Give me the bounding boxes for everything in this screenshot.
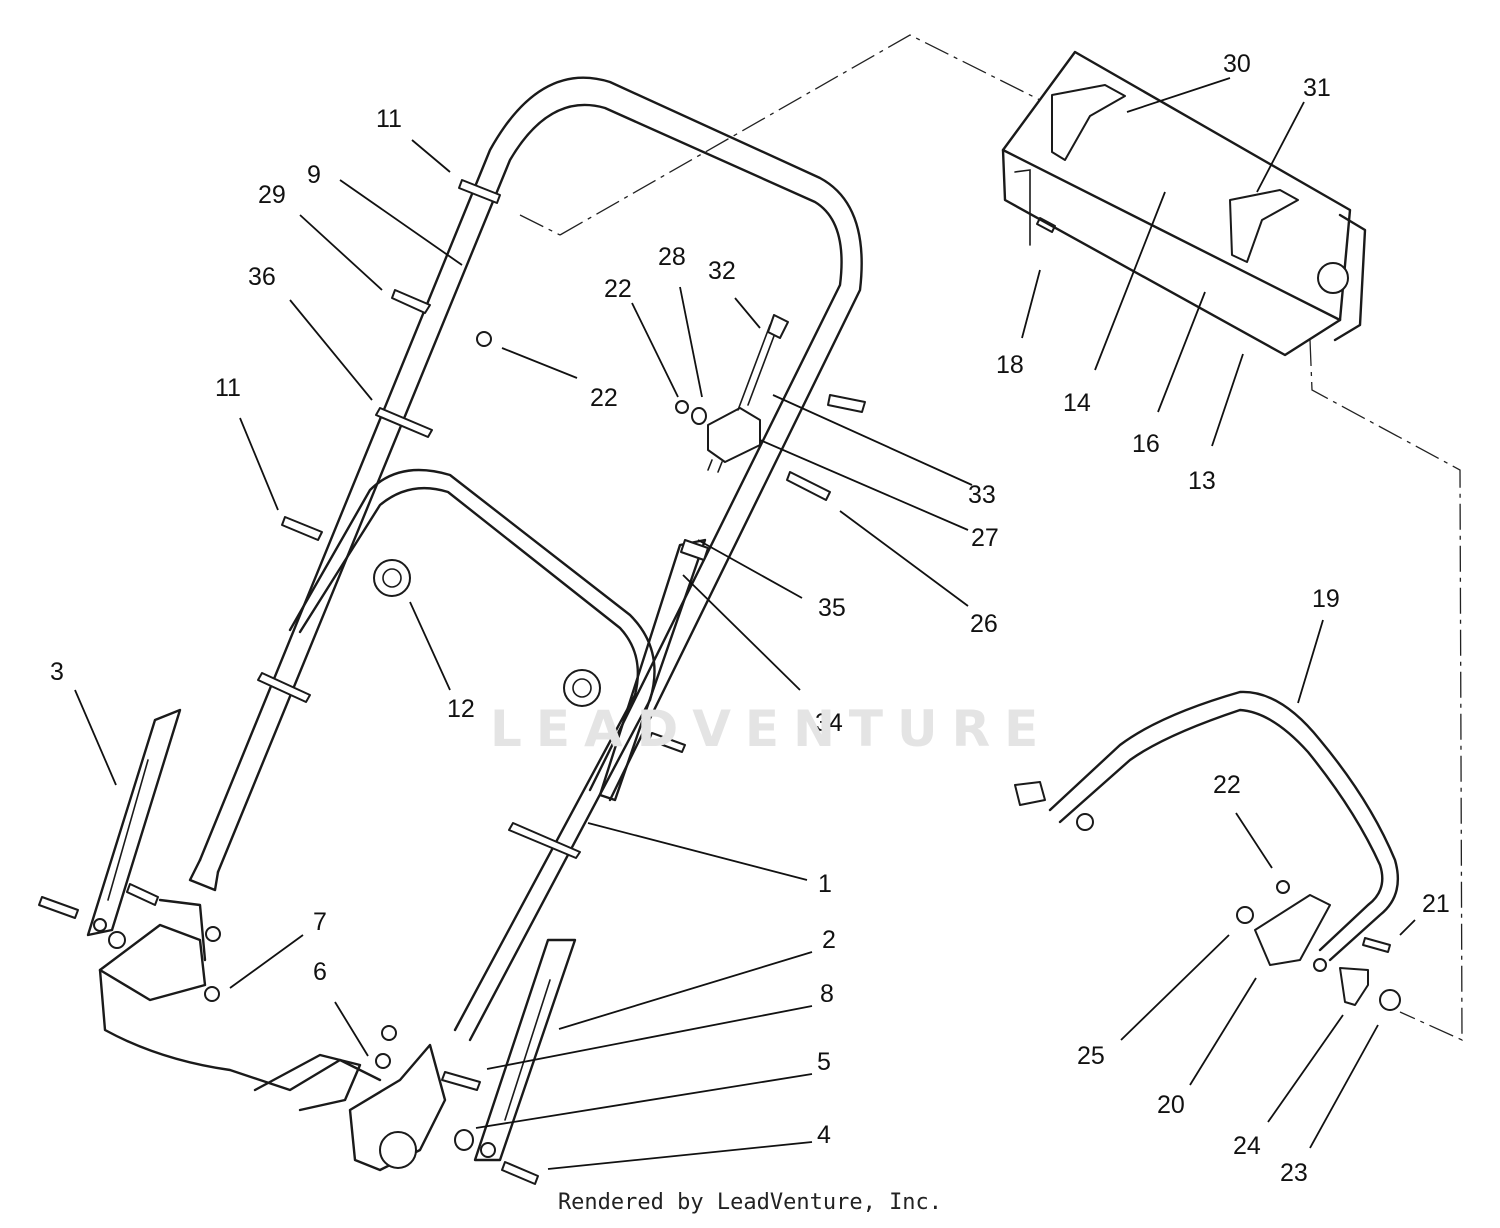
leader-lines [74, 77, 1416, 1170]
callout-22-bail: 22 [1213, 771, 1241, 799]
callout-11-mid: 11 [215, 374, 241, 402]
credit-footer: Rendered by LeadVenture, Inc. [557, 1190, 943, 1215]
callout-12: 12 [447, 695, 475, 723]
callout-5: 5 [817, 1048, 831, 1076]
callout-labels: 1 2 3 4 5 6 7 8 9 11 11 12 13 14 16 18 1… [50, 50, 1450, 1187]
callout-33: 33 [968, 481, 996, 509]
callout-21: 21 [1422, 890, 1450, 918]
callout-4: 4 [817, 1121, 831, 1149]
callout-36: 36 [248, 263, 276, 291]
hardware [38, 179, 1391, 1185]
mower-deck [98, 898, 447, 1172]
callout-29: 29 [258, 181, 286, 209]
callout-25: 25 [1077, 1042, 1105, 1070]
callout-22-upper: 22 [604, 275, 632, 303]
callout-9: 9 [307, 161, 321, 189]
callout-30: 30 [1223, 50, 1251, 78]
callout-19: 19 [1312, 585, 1340, 613]
handle-bracket-left [86, 708, 182, 937]
callout-27: 27 [971, 524, 999, 552]
callout-22-handle: 22 [590, 384, 618, 412]
callout-32: 32 [708, 257, 736, 285]
upper-handle [188, 76, 863, 892]
callout-28: 28 [658, 243, 686, 271]
dashed-reference-lines [519, 34, 1463, 1042]
control-console [1001, 50, 1367, 357]
callout-35: 35 [818, 594, 846, 622]
callout-2: 2 [822, 926, 836, 954]
callout-1: 1 [818, 870, 832, 898]
bail-assembly [1014, 690, 1401, 1011]
callout-18: 18 [996, 351, 1024, 379]
callout-11-top: 11 [376, 105, 402, 133]
callout-24: 24 [1233, 1132, 1261, 1160]
callout-8: 8 [820, 980, 834, 1008]
callout-6: 6 [313, 958, 327, 986]
callout-13: 13 [1188, 467, 1216, 495]
handle-bracket-right [473, 938, 577, 1162]
control-block [680, 314, 789, 561]
callout-16: 16 [1132, 430, 1160, 458]
callout-23: 23 [1280, 1159, 1308, 1187]
callout-7: 7 [313, 908, 327, 936]
callout-20: 20 [1157, 1091, 1185, 1119]
callout-26: 26 [970, 610, 998, 638]
callout-3: 3 [50, 658, 64, 686]
lower-handle [288, 468, 707, 1042]
callout-34: 34 [815, 709, 843, 737]
callout-14: 14 [1063, 389, 1091, 417]
callout-31: 31 [1303, 74, 1331, 102]
